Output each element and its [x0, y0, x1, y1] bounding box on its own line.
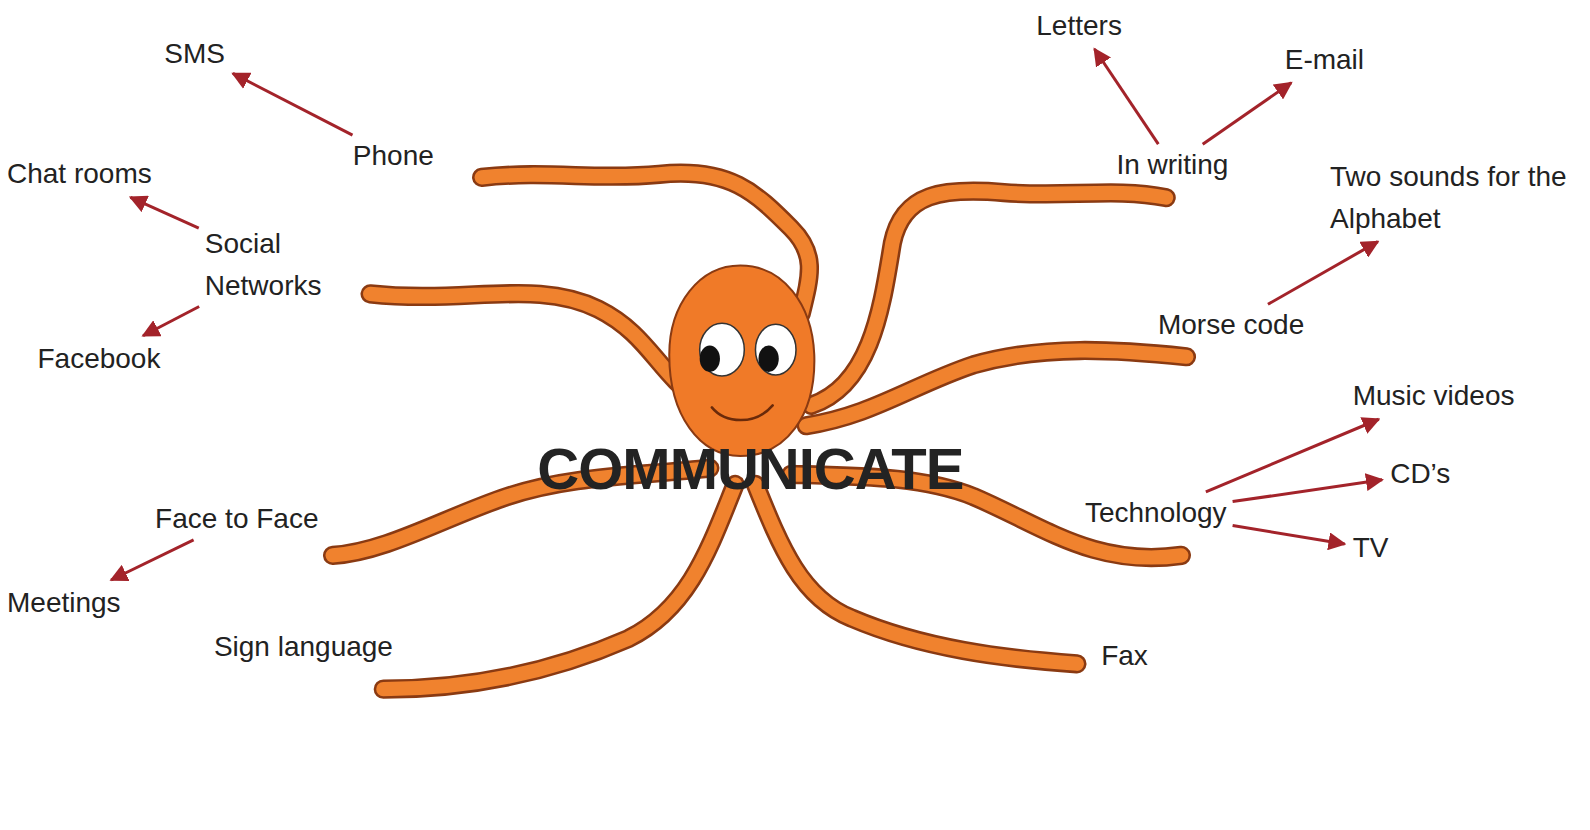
topic-label: Social Networks — [201, 221, 359, 309]
topic-text: Chat rooms — [7, 153, 152, 195]
topic-label: Face to Face — [151, 496, 322, 542]
topic-text: TV — [1353, 527, 1389, 569]
arrow-connector — [130, 197, 198, 228]
topic-text: Technology — [1085, 492, 1227, 534]
octopus-eye — [755, 324, 796, 375]
topic-label: Morse code — [1154, 302, 1308, 348]
topic-text: Phone — [353, 135, 434, 177]
topic-label: Letters — [1032, 3, 1126, 49]
topic-text: Music videos — [1353, 375, 1515, 417]
octopus-head — [669, 266, 814, 457]
octopus-pupil — [700, 346, 720, 372]
topic-label: Fax — [1097, 633, 1152, 679]
topic-label: Meetings — [3, 580, 125, 626]
arrow-connector — [1203, 83, 1292, 144]
topic-label: In writing — [1112, 142, 1232, 188]
topic-text: Morse code — [1158, 304, 1304, 346]
topic-label: Two sounds for the Alphabet — [1326, 154, 1584, 242]
arrow-connector — [143, 307, 199, 336]
octopus-eye — [700, 323, 745, 376]
topic-text: Meetings — [7, 582, 121, 624]
topic-text: Fax — [1101, 635, 1148, 677]
topic-label: Music videos — [1349, 373, 1519, 419]
arrow-connector — [1233, 480, 1383, 502]
topic-label: TV — [1349, 525, 1393, 571]
central-word: COMMUNICATE — [537, 435, 963, 502]
topic-text: Social Networks — [205, 223, 355, 307]
topic-text: Face to Face — [155, 498, 318, 540]
octopus-arms — [333, 173, 1187, 689]
topic-label: SMS — [160, 31, 229, 77]
topic-text: E-mail — [1285, 39, 1364, 81]
octopus-arm-outlines — [333, 173, 1187, 689]
topic-label: CD’s — [1386, 451, 1454, 497]
topic-label: Technology — [1081, 490, 1231, 536]
octopus-smile — [712, 405, 773, 420]
topic-label: E-mail — [1281, 37, 1368, 83]
topic-text: CD’s — [1390, 453, 1450, 495]
topic-label: Phone — [349, 133, 438, 179]
arrow-connector — [1206, 419, 1379, 492]
topic-label: Chat rooms — [3, 151, 156, 197]
topic-text: In writing — [1116, 144, 1228, 186]
arrow-connector — [1233, 525, 1345, 544]
arrow-connector — [1268, 242, 1378, 305]
topic-text: Sign language — [214, 626, 393, 668]
topic-label: Sign language — [210, 624, 397, 670]
topic-text: Letters — [1036, 5, 1122, 47]
topic-text: Facebook — [37, 338, 160, 380]
topic-label: Facebook — [33, 336, 164, 382]
arrow-connector — [111, 540, 193, 580]
topic-text: SMS — [164, 33, 225, 75]
arrow-connector — [1095, 49, 1159, 144]
topic-text: Two sounds for the Alphabet — [1330, 156, 1580, 240]
octopus-pupil — [758, 346, 778, 372]
arrow-connector — [233, 73, 353, 135]
